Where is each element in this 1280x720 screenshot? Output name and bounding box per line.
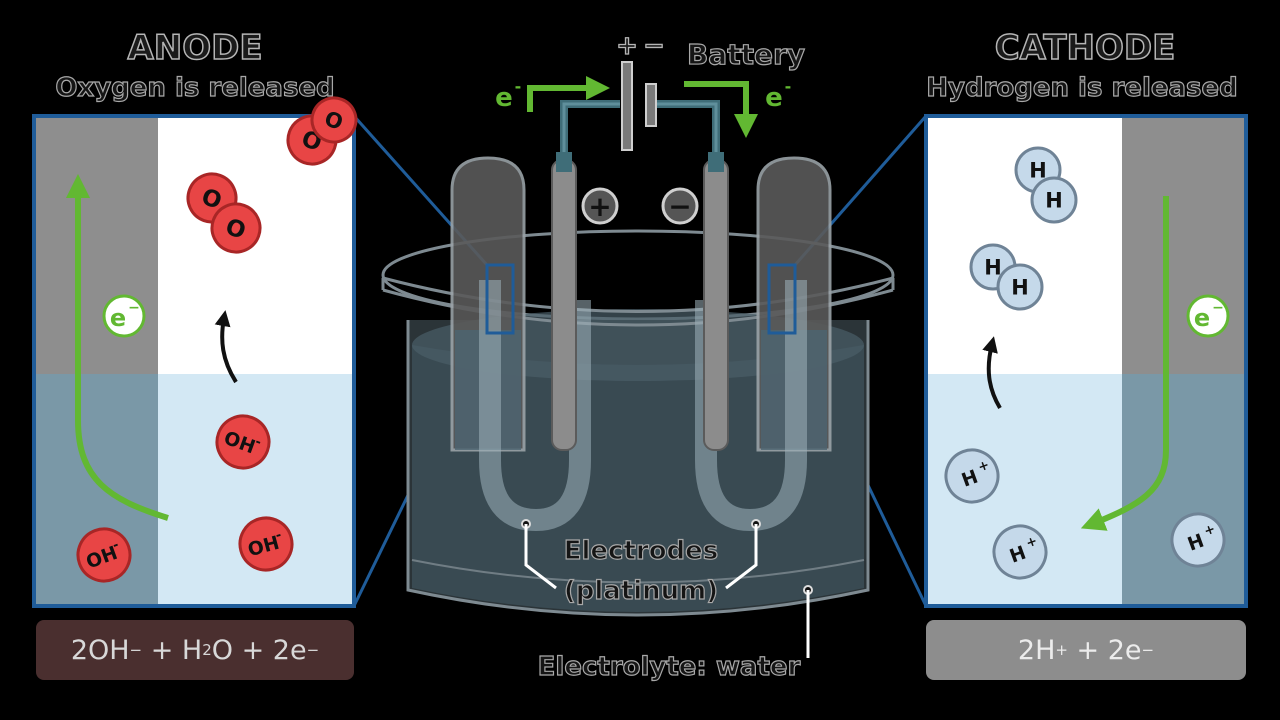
oxygen-atom: O: [310, 96, 358, 144]
negative-terminal-symbol: −: [668, 190, 691, 223]
hydrogen-ion: H+: [944, 448, 1000, 504]
cathode-rise-arrow: [982, 336, 1002, 410]
hydroxide-ion: OH-: [238, 516, 294, 572]
svg-text:+: +: [1024, 534, 1039, 552]
svg-text:H: H: [984, 256, 1001, 280]
hydrogen-atom: H: [996, 263, 1044, 311]
anode-subtitle: Oxygen is released: [55, 72, 336, 103]
right-u-tube: [695, 280, 807, 532]
battery-electron-left: e: [495, 83, 513, 113]
electrode-pointers: [521, 519, 813, 658]
anode-eq-sub1: 2: [202, 641, 212, 659]
cathode-eq-rest: + 2e: [1067, 634, 1142, 666]
hydroxide-ion: OH-: [215, 414, 271, 470]
svg-text:+: +: [976, 458, 991, 476]
electrolyte-label: Electrolyte: water: [537, 651, 801, 682]
hydrogen-ion: H+: [1170, 512, 1226, 568]
battery-icon: [621, 61, 657, 151]
svg-text:H: H: [1185, 531, 1207, 556]
svg-text:H: H: [1007, 543, 1029, 568]
cathode-electron-arrow: [1080, 196, 1169, 531]
svg-text:H: H: [1029, 159, 1046, 183]
anode-eq-plus1: + H: [142, 634, 203, 666]
cathode-electron-label: e: [1194, 304, 1210, 332]
anode-rise-arrow: [214, 310, 238, 384]
positive-terminal: +: [581, 187, 619, 225]
battery-electron-arrow-right: [684, 81, 758, 138]
negative-terminal: −: [661, 187, 699, 225]
cathode-eq-main: 2H: [1017, 634, 1056, 666]
anode-electron-label: e: [110, 304, 126, 332]
anode-title: ANODE: [127, 27, 264, 69]
left-electrode: [551, 152, 577, 451]
hydroxide-ion: OH-: [76, 527, 132, 583]
hydrogen-atom: H: [1030, 176, 1078, 224]
anode-eq-mid: O + 2e: [211, 634, 307, 666]
battery-electron-left-charge: -: [515, 77, 522, 96]
svg-text:-: -: [253, 434, 263, 450]
anode-eq-main: 2OH: [70, 634, 130, 666]
anode-eq-sup2: −: [306, 641, 320, 659]
electrodes-label-line2: (platinum): [563, 575, 719, 606]
anode-eq-sup1: −: [129, 641, 143, 659]
svg-text:H: H: [959, 467, 981, 492]
cathode-electron-charge: −: [1212, 300, 1224, 316]
hydrogen-ion: H+: [992, 524, 1048, 580]
battery-electron-right-charge: -: [785, 77, 792, 96]
battery-wires: [560, 100, 720, 152]
anode-electron-circle: [102, 294, 146, 338]
svg-text:-: -: [111, 538, 121, 554]
anode-zoom-box: [485, 263, 515, 335]
cathode-electron-circle: [1186, 294, 1230, 338]
cathode-equation-box: 2H+ + 2e−: [926, 620, 1246, 680]
svg-text:+: +: [1202, 522, 1217, 540]
battery-plus: +: [616, 31, 638, 61]
cathode-zoom-box: [767, 263, 797, 335]
svg-text:H: H: [1011, 276, 1028, 300]
electrodes-label-line1: Electrodes: [563, 535, 719, 566]
anode-electron-arrow: [66, 174, 169, 521]
cathode-title: CATHODE: [994, 27, 1176, 69]
battery-electron-arrow-left: [527, 76, 610, 112]
battery-label: Battery: [686, 37, 806, 71]
left-u-tube: [479, 280, 591, 532]
battery-minus: −: [643, 31, 665, 61]
anode-electron-charge: −: [128, 300, 140, 316]
oxygen-atom: O: [210, 202, 262, 254]
cathode-eq-sup1: +: [1055, 641, 1068, 659]
right-electrode: [703, 152, 729, 451]
cathode-subtitle: Hydrogen is released: [926, 72, 1239, 103]
cathode-eq-sup2: −: [1141, 641, 1155, 659]
svg-text:-: -: [274, 528, 283, 544]
positive-terminal-symbol: +: [588, 190, 611, 223]
svg-text:H: H: [1045, 189, 1062, 213]
battery-electron-right: e: [765, 83, 783, 113]
